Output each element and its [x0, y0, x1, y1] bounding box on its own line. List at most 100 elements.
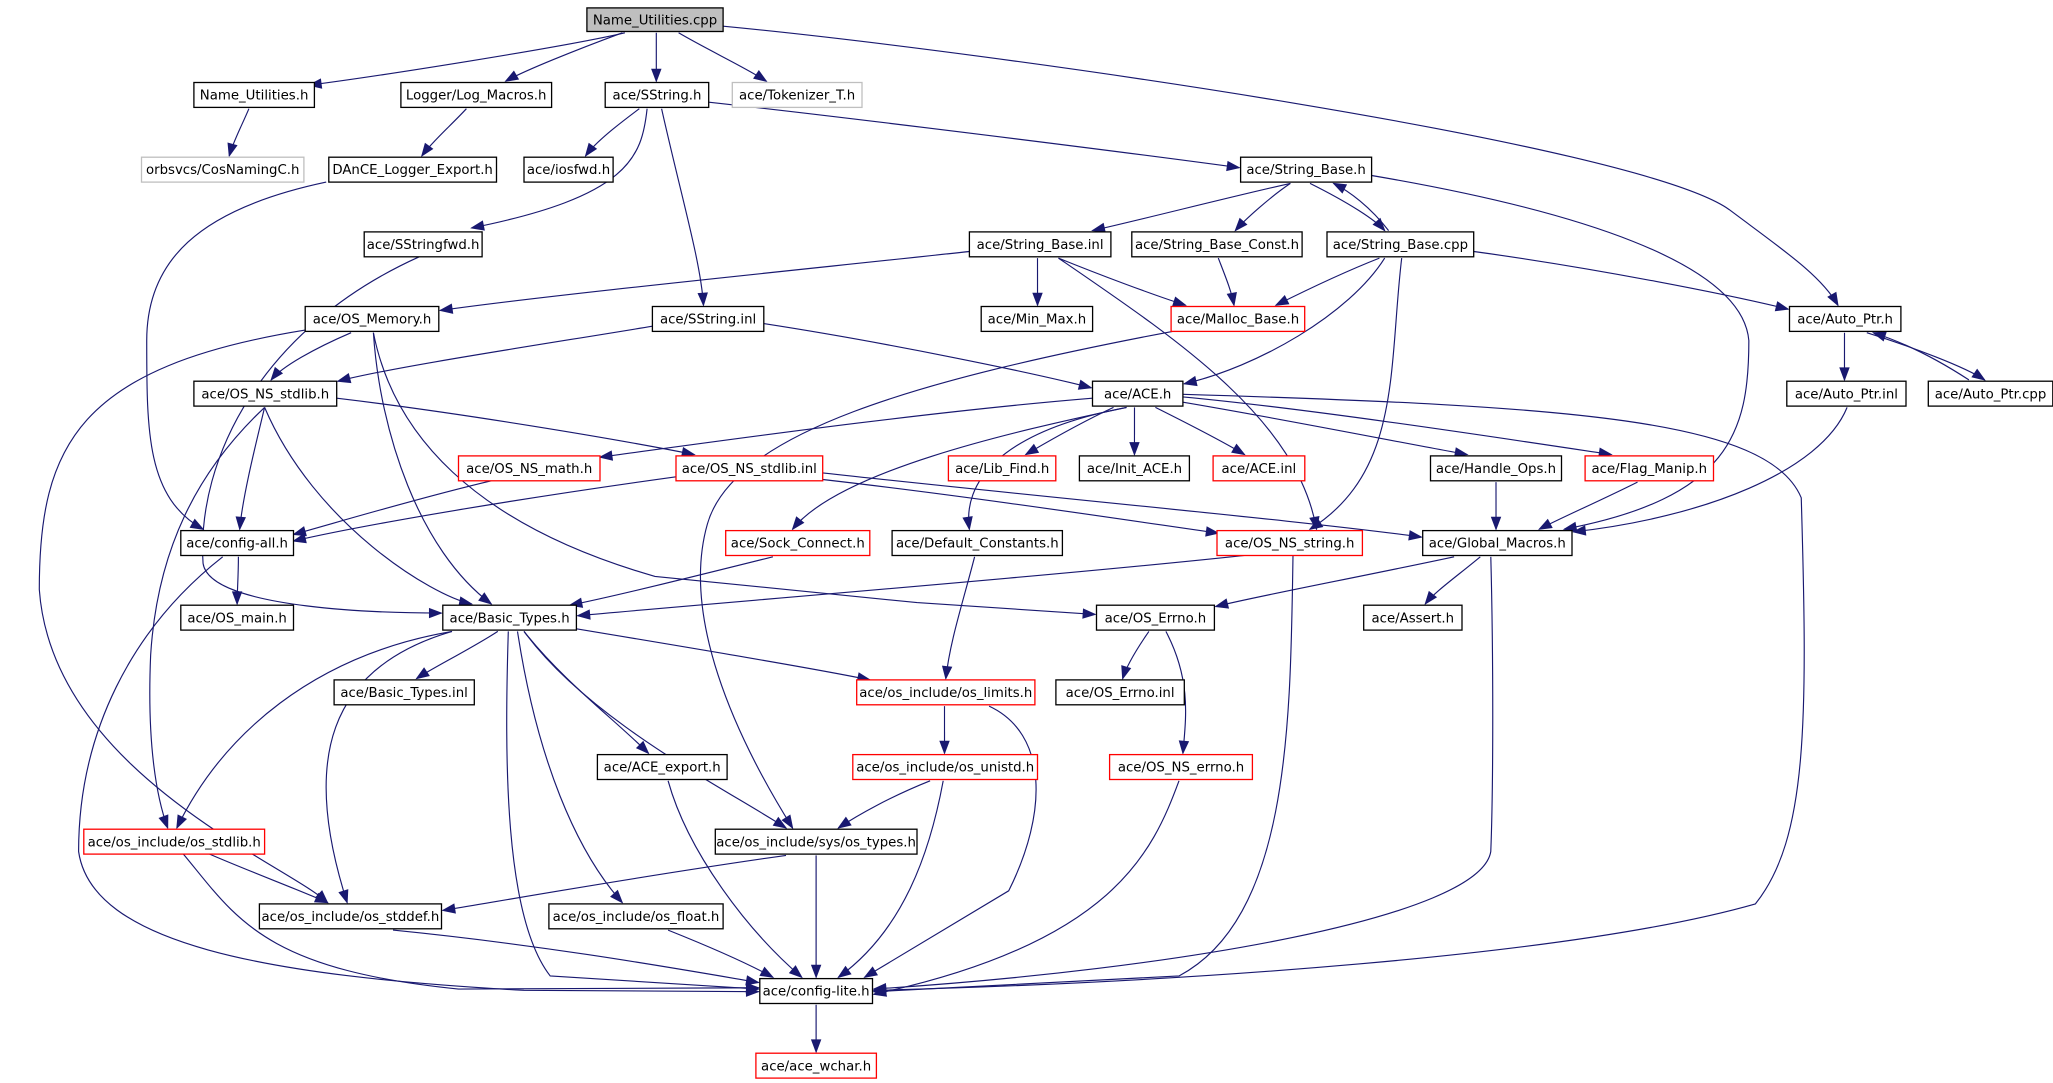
- node-label: orbsvcs/CosNamingC.h: [146, 163, 299, 178]
- node-os-errno-inl[interactable]: ace/OS_Errno.inl: [1055, 679, 1185, 706]
- node-label: ace/ACE.h: [1104, 387, 1171, 402]
- node-string-base-cpp[interactable]: ace/String_Base.cpp: [1326, 231, 1475, 258]
- node-cosnamingc-h[interactable]: orbsvcs/CosNamingC.h: [140, 156, 305, 183]
- arrowhead: [1032, 292, 1043, 307]
- node-box: [586, 7, 724, 33]
- node-sock-connect-h[interactable]: ace/Sock_Connect.h: [725, 529, 871, 557]
- edge-string-base-h-to-string-base-cpp: [1309, 182, 1386, 232]
- arrowhead: [1024, 443, 1040, 456]
- node-os-ns-string-h[interactable]: ace/OS_NS_string.h: [1216, 529, 1364, 557]
- arrowhead: [651, 68, 662, 83]
- node-label: ace/Init_ACE.h: [1087, 462, 1182, 477]
- edge-name-utilities-cpp-to-tokenizer-t-h: [678, 32, 768, 83]
- node-label: ace/iosfwd.h: [527, 163, 610, 178]
- node-label: ace/String_Base.cpp: [1333, 238, 1468, 253]
- node-string-base-const-h[interactable]: ace/String_Base_Const.h: [1131, 231, 1303, 258]
- node-label: Name_Utilities.cpp: [593, 13, 717, 28]
- node-min-max-h[interactable]: ace/Min_Max.h: [980, 305, 1094, 333]
- node-string-base-h[interactable]: ace/String_Base.h: [1239, 156, 1373, 183]
- node-os-limits-h[interactable]: ace/os_include/os_limits.h: [856, 679, 1036, 706]
- node-sstring-inl[interactable]: ace/SString.inl: [651, 305, 765, 333]
- edge-auto-ptr-h-to-auto-ptr-inl: [1839, 332, 1850, 382]
- node-auto-ptr-inl[interactable]: ace/Auto_Ptr.inl: [1786, 380, 1907, 407]
- node-box: [675, 455, 824, 482]
- node-label: ace/Basic_Types.inl: [340, 686, 467, 701]
- node-os-ns-errno-h[interactable]: ace/OS_NS_errno.h: [1108, 753, 1254, 781]
- edge-line: [599, 397, 1093, 458]
- node-box: [651, 305, 765, 333]
- node-basic-types-inl[interactable]: ace/Basic_Types.inl: [333, 679, 475, 706]
- node-ace-export-h[interactable]: ace/ACE_export.h: [596, 753, 728, 781]
- node-basic-types-h[interactable]: ace/Basic_Types.h: [442, 604, 578, 631]
- edge-line: [372, 332, 1096, 615]
- node-global-macros-h[interactable]: ace/Global_Macros.h: [1422, 529, 1573, 557]
- node-lib-find-h[interactable]: ace/Lib_Find.h: [947, 455, 1057, 482]
- node-iosfwd-h[interactable]: ace/iosfwd.h: [523, 156, 614, 183]
- node-box: [1055, 679, 1185, 706]
- arrowhead: [1871, 331, 1887, 342]
- edge-line: [293, 476, 677, 542]
- node-handle-ops-h[interactable]: ace/Handle_Ops.h: [1429, 455, 1563, 482]
- node-box: [193, 81, 316, 109]
- edge-line: [1215, 556, 1455, 608]
- node-ace-h[interactable]: ace/ACE.h: [1091, 380, 1184, 407]
- arrowhead: [1490, 516, 1502, 531]
- node-os-types-h[interactable]: ace/os_include/sys/os_types.h: [714, 828, 918, 855]
- node-string-base-inl[interactable]: ace/String_Base.inl: [968, 231, 1112, 258]
- arrowhead: [576, 609, 591, 620]
- node-os-errno-h[interactable]: ace/OS_Errno.h: [1095, 604, 1216, 631]
- node-os-memory-h[interactable]: ace/OS_Memory.h: [304, 305, 440, 333]
- node-auto-ptr-cpp[interactable]: ace/Auto_Ptr.cpp: [1927, 380, 2053, 407]
- node-label: ace/os_include/os_float.h: [553, 910, 720, 925]
- edge-ace-export-h-to-config-lite-h: [667, 780, 803, 979]
- node-os-stddef-h[interactable]: ace/os_include/os_stddef.h: [258, 903, 443, 930]
- node-box: [1131, 231, 1303, 258]
- arrowhead: [810, 964, 822, 979]
- node-name-utilities-h[interactable]: Name_Utilities.h: [193, 81, 316, 109]
- node-os-main-h[interactable]: ace/OS_main.h: [180, 604, 295, 631]
- node-label: DAnCE_Logger_Export.h: [332, 163, 493, 178]
- edge-os-ns-stdlib-h-to-os-ns-stdlib-inl: [336, 397, 696, 458]
- node-config-all-h[interactable]: ace/config-all.h: [180, 529, 295, 557]
- edge-os-ns-stdlib-h-to-basic-types-h: [264, 407, 473, 607]
- edge-line: [1092, 182, 1291, 232]
- node-sstring-h[interactable]: ace/SString.h: [604, 81, 710, 109]
- node-os-unistd-h[interactable]: ace/os_include/os_unistd.h: [852, 753, 1039, 781]
- node-label: ace/Flag_Manip.h: [1592, 462, 1708, 477]
- node-os-ns-math-h[interactable]: ace/OS_NS_math.h: [457, 455, 601, 482]
- edge-line: [1538, 481, 1638, 530]
- node-init-ace-h[interactable]: ace/Init_ACE.h: [1078, 455, 1191, 482]
- node-malloc-base-h[interactable]: ace/Malloc_Base.h: [1170, 305, 1306, 333]
- node-box: [83, 828, 266, 855]
- node-ace-wchar-h[interactable]: ace/ace_wchar.h: [755, 1052, 878, 1079]
- node-assert-h[interactable]: ace/Assert.h: [1363, 604, 1463, 631]
- node-flag-manip-h[interactable]: ace/Flag_Manip.h: [1584, 455, 1715, 482]
- node-box: [140, 156, 305, 183]
- node-box: [1216, 529, 1364, 557]
- arrowhead: [1091, 222, 1106, 233]
- node-config-lite-h[interactable]: ace/config-lite.h: [759, 977, 874, 1005]
- node-ace-inl[interactable]: ace/ACE.inl: [1212, 455, 1306, 482]
- edge-line: [336, 397, 695, 456]
- node-os-stdlib-h[interactable]: ace/os_include/os_stdlib.h: [83, 828, 266, 855]
- node-box: [333, 679, 475, 706]
- node-name-utilities-cpp[interactable]: Name_Utilities.cpp: [586, 7, 724, 33]
- arrowhead: [1774, 301, 1790, 312]
- node-dance-logger-export-h[interactable]: DAnCE_Logger_Export.h: [328, 156, 498, 183]
- arrowhead: [420, 142, 434, 158]
- node-os-float-h[interactable]: ace/os_include/os_float.h: [548, 903, 724, 930]
- arrowhead: [1537, 518, 1553, 530]
- node-sstringfwd-h[interactable]: ace/SStringfwd.h: [363, 231, 483, 258]
- node-default-constants-h[interactable]: ace/Default_Constants.h: [891, 529, 1064, 557]
- node-log-macros-h[interactable]: Logger/Log_Macros.h: [400, 81, 553, 109]
- arrowhead: [1234, 217, 1248, 232]
- node-auto-ptr-h[interactable]: ace/Auto_Ptr.h: [1788, 305, 1902, 333]
- node-os-ns-stdlib-h[interactable]: ace/OS_NS_stdlib.h: [193, 380, 338, 407]
- node-label: ace/ace_wchar.h: [761, 1059, 871, 1074]
- edge-line: [873, 556, 1494, 990]
- arrowhead: [941, 665, 953, 680]
- node-os-ns-stdlib-inl[interactable]: ace/OS_NS_stdlib.inl: [675, 455, 824, 482]
- node-label: ace/os_include/os_unistd.h: [856, 761, 1034, 776]
- arrowhead: [1226, 291, 1237, 307]
- node-tokenizer-t-h[interactable]: ace/Tokenizer_T.h: [731, 81, 863, 109]
